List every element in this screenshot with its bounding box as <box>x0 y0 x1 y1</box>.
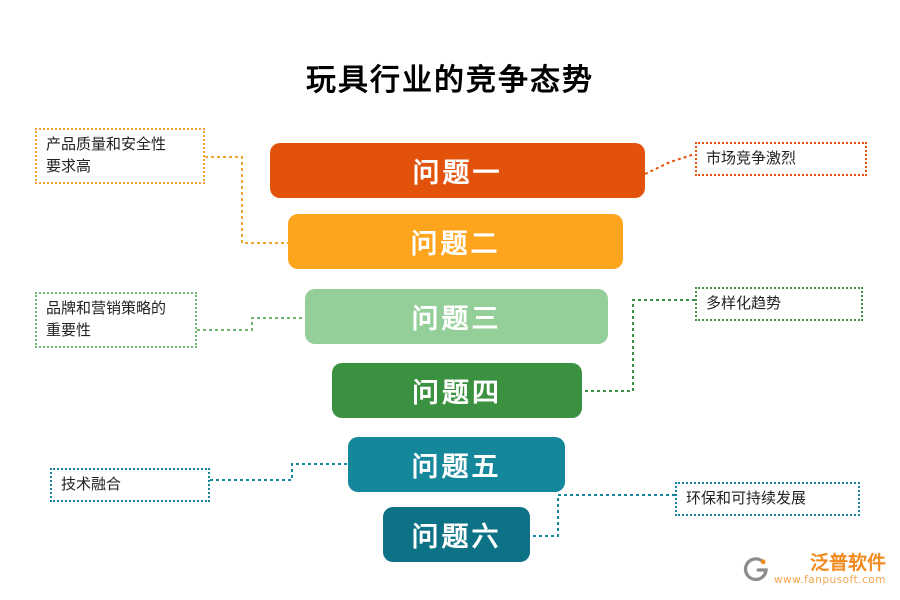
funnel-bar-1: 问题一 <box>270 143 645 198</box>
funnel-bar-4-label: 问题四 <box>412 378 502 409</box>
page-title: 玩具行业的竞争态势 <box>306 63 594 98</box>
logo-text-block: 泛普软件 www.fanpusoft.com <box>774 553 886 586</box>
funnel-bar-1-label: 问题一 <box>412 158 503 189</box>
funnel-bar-6: 问题六 <box>383 507 530 562</box>
funnel-bar-5-label: 问题五 <box>411 452 502 483</box>
funnel-bar-5: 问题五 <box>348 437 565 492</box>
callout-brand-marketing: 品牌和营销策略的 重要性 <box>35 292 197 348</box>
connector-tech-to-bar5 <box>210 463 348 481</box>
funnel-bar-3: 问题三 <box>305 289 608 344</box>
callout-eco-sustainability: 环保和可持续发展 <box>675 482 860 516</box>
logo-url-text: www.fanpusoft.com <box>773 574 886 586</box>
fanpu-logo: 泛普软件 www.fanpusoft.com <box>743 553 886 586</box>
callout-market-competition: 市场竞争激烈 <box>695 142 867 176</box>
funnel-bar-2-label: 问题二 <box>410 229 501 260</box>
funnel-bar-6-label: 问题六 <box>411 522 502 553</box>
funnel-bar-2: 问题二 <box>288 214 623 269</box>
fanpu-logo-icon <box>743 556 768 581</box>
connector-competition-to-bar1 <box>644 153 696 175</box>
logo-brand-text: 泛普软件 <box>809 552 886 575</box>
callout-product-quality: 产品质量和安全性 要求高 <box>35 128 205 184</box>
connector-brand-to-bar3 <box>197 317 305 331</box>
funnel-bar-3-label: 问题三 <box>411 304 502 335</box>
callout-diversification-trend: 多样化趋势 <box>695 287 863 321</box>
connector-eco-to-bar6 <box>530 494 675 537</box>
funnel-bar-4: 问题四 <box>332 363 582 418</box>
callout-tech-integration: 技术融合 <box>50 468 210 502</box>
